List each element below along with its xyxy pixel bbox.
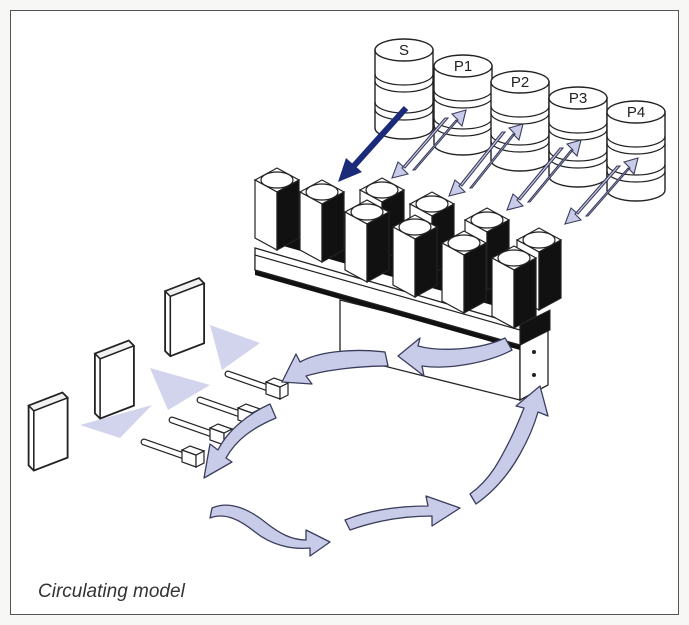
storage-drums: S P1 P2 P3 P4 [374,38,666,202]
drum-label-p1: P1 [454,58,472,75]
exchange-arrow-p4-up [584,157,639,217]
light-beam-2 [150,368,210,410]
exchange-arrow-p1-down [391,117,450,179]
light-beams [80,325,260,438]
exchange-arrow-p2-up [468,123,524,189]
detector-box-2 [93,339,135,420]
drum-p2: P2 [490,70,550,172]
exchange-arrow-p4-down [564,165,622,225]
exchange-arrow-p1-up [411,109,467,171]
circulation-arrow-2 [281,349,389,385]
drum-label-p4: P4 [627,104,645,121]
feed-arrow [338,105,409,182]
circulation-arrows [203,337,549,557]
circulation-arrow-4 [209,504,331,557]
vial-10 [491,245,537,329]
drum-p3: P3 [548,86,608,188]
drum-p4: P4 [606,100,666,202]
circulation-arrow-5 [344,495,461,531]
vial-9 [441,230,487,314]
exchange-arrows [391,109,639,225]
circulation-arrow-3 [203,403,277,479]
vial-2 [299,179,345,263]
drum-label-p3: P3 [569,90,587,107]
vial-rack [254,167,562,402]
light-beam-3 [80,405,152,438]
vial-8 [392,214,438,298]
vial-1 [254,167,300,251]
exchange-arrow-p3-up [526,139,582,203]
drum-label-s: S [399,42,409,59]
circulation-arrow-6 [469,385,549,505]
exchange-arrow-p2-down [448,131,507,197]
light-beam-1 [210,325,260,370]
drum-p1: P1 [433,54,493,156]
drum-s: S [374,38,434,140]
probe-4 [144,442,204,467]
detector-box-3 [27,391,69,472]
probe-1 [228,374,288,399]
circulation-arrow-1 [397,337,513,377]
vial-7 [344,199,390,283]
detector-boxes [27,277,206,472]
drum-label-p2: P2 [511,74,529,91]
exchange-arrow-p3-down [506,147,565,211]
diagram-caption: Circulating model [38,581,185,602]
detector-box-1 [164,277,206,358]
